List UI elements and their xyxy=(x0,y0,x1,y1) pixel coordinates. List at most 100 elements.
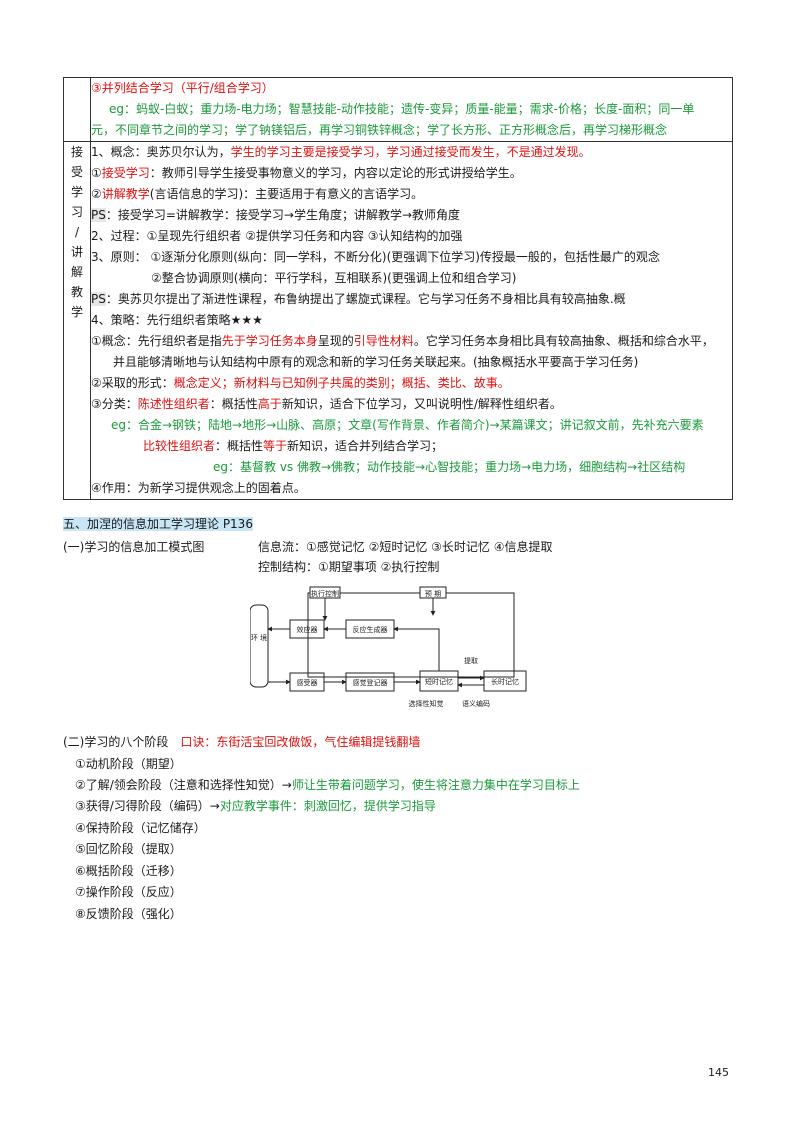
forms-line: ②采取的形式：概念定义；新材料与已知例子共属的类别；概括、类比、故事。 xyxy=(91,373,732,394)
heading-text: 五、加涅的信息加工学习理论 P136 xyxy=(63,517,253,531)
section-heading: 五、加涅的信息加工学习理论 P136 xyxy=(63,515,253,533)
text-red: 高于 xyxy=(257,397,282,411)
text: ⑥概括阶段（迁移） xyxy=(75,864,182,878)
text-red: 接受学习 xyxy=(101,166,150,180)
text-red: 概念定义；新材料与已知例子共属的类别；概括、类比、故事。 xyxy=(173,376,510,390)
row1-title: ③并列结合学习（平行/组合学习） xyxy=(91,81,274,95)
list-item: ①动机阶段（期望） xyxy=(75,755,182,773)
list-item: ⑤回忆阶段（提取） xyxy=(75,840,182,858)
side-char: 习 xyxy=(70,205,83,219)
page-number: 145 xyxy=(708,1066,729,1079)
classification-line: ③分类：陈述性组织者：概括性高于新知识，适合下位学习，又叫说明性/解释性组织者。 xyxy=(91,394,732,415)
comparative-example-line: eg：基督教 vs 佛教→佛教；动作技能→心智技能；重力场→电力场，细胞结构→社… xyxy=(213,460,686,474)
control-frame xyxy=(307,592,515,678)
comparative-line: 比较性组织者：概括性等于新知识，适合并列结合学习； xyxy=(91,436,732,457)
ps-line: PS：奥苏贝尔提出了渐进性课程，布鲁纳提出了螺旋式课程。它与学习任务不身相比具有… xyxy=(91,289,732,310)
info-flow: 信息流：①感觉记忆 ②短时记忆 ③长时记忆 ④信息提取 xyxy=(258,540,553,554)
text: ⑧反馈阶段（强化） xyxy=(75,907,182,921)
text-green: 师让生带着问题学习，使生将注意力集中在学习目标上 xyxy=(291,778,580,792)
information-processing-diagram: 执行控制 预 期 效应器 反应生成器 环 境 感受器 感觉登记器 短时记忆 长时… xyxy=(250,586,527,708)
subsection-1: (一)学习的信息加工模式图 xyxy=(63,540,205,554)
side-char: 接 xyxy=(70,145,83,159)
list-item: ⑧反馈阶段（强化） xyxy=(75,905,182,923)
organizer-concept-line: ①概念：先行组织者是指先于学习任务本身呈现的引导性材料。它学习任务本身相比具有较… xyxy=(91,331,732,352)
text: ① xyxy=(91,166,102,180)
control-structure: 控制结构：①期望事项 ②执行控制 xyxy=(258,560,440,574)
diagram-label: 感受器 xyxy=(297,678,318,687)
list-item: ⑦操作阶段（反应） xyxy=(75,883,182,901)
side-char: 受 xyxy=(70,165,83,179)
expository-example-line: eg：合金→钢铁；陆地→地形→山脉、高原；文章(写作背景、作者简介)→某篇课文；… xyxy=(111,418,704,432)
text: 新知识，适合并列结合学习； xyxy=(287,439,444,453)
diagram-label: 提取 xyxy=(464,656,478,665)
list-item: ⑥概括阶段（迁移） xyxy=(75,862,182,880)
text-red: 比较性组织者 xyxy=(143,439,216,453)
list-item: ③获得/习得阶段（编码）→对应教学事件：刺激回忆，提供学习指导 xyxy=(75,797,436,815)
row1-example-line2: 元，不同章节之间的学习；学了钠镁铝后，再学习铜铁锌概念；学了长方形、正方形概念后… xyxy=(91,123,668,137)
list-item: ④保持阶段（记忆储存） xyxy=(75,819,206,837)
side-char: 教 xyxy=(70,285,83,299)
diagram-label: 反应生成器 xyxy=(353,625,388,634)
text: ：奥苏贝尔提出了渐进性课程，布鲁纳提出了螺旋式课程。它与学习任务不身相比具有较高… xyxy=(105,292,626,306)
concept-line: 1、概念：奥苏贝尔认为，学生的学习主要是接受学习，学习通过接受而发生，不是通过发… xyxy=(91,142,732,163)
receptive-learning-line: ①接受学习：教师引导学生接受事物意义的学习，内容以定论的形式讲授给学生。 xyxy=(91,163,732,184)
text: ② xyxy=(91,187,102,201)
environment-box xyxy=(250,604,269,688)
diagram-label: 预 期 xyxy=(425,589,441,598)
text-red: 等于 xyxy=(263,439,288,453)
side-char: 学 xyxy=(70,185,83,199)
diagram-label: 感觉登记器 xyxy=(353,678,388,687)
text: ④保持阶段（记忆储存） xyxy=(75,821,206,835)
text-red: 引导性材料 xyxy=(353,334,414,348)
diagram-label: 环 境 xyxy=(251,633,267,642)
side-label: 接 受 学 习 / 讲 解 教 学 xyxy=(64,142,90,322)
text: ：教师引导学生接受事物意义的学习，内容以定论的形式讲授给学生。 xyxy=(149,166,522,180)
diagram-label: 选择性知觉 xyxy=(409,699,444,708)
text-red: 陈述性组织者 xyxy=(137,397,210,411)
diagram-label: 语义编码 xyxy=(462,699,490,708)
text: 呈现的 xyxy=(317,334,354,348)
text: ：接受学习=讲解教学：接受学习→学生角度；讲解教学→教师角度 xyxy=(105,208,461,222)
notes-table: ③并列结合学习（平行/组合学习） eg：蚂蚁-白蚁；重力场-电力场；智慧技能-动… xyxy=(63,77,733,500)
text: ①概念：先行组织者是指 xyxy=(91,334,222,348)
text: ：概括性 xyxy=(209,397,258,411)
ps-line: PS：接受学习=讲解教学：接受学习→学生角度；讲解教学→教师角度 xyxy=(91,205,732,226)
diagram-label: 长时记忆 xyxy=(491,677,519,686)
text: 新知识，适合下位学习，又叫说明性/解释性组织者。 xyxy=(281,397,562,411)
text: ⑤回忆阶段（提取） xyxy=(75,842,182,856)
side-label-cell: 接 受 学 习 / 讲 解 教 学 xyxy=(63,141,91,500)
table-row: ③并列结合学习（平行/组合学习） eg：蚂蚁-白蚁；重力场-电力场；智慧技能-动… xyxy=(63,77,733,142)
text-red: 讲解教学 xyxy=(101,187,150,201)
side-char: / xyxy=(74,225,80,239)
text-green: 对应教学事件：刺激回忆，提供学习指导 xyxy=(219,799,436,813)
text-red: 先于学习任务本身 xyxy=(221,334,318,348)
text: ②采取的形式： xyxy=(91,376,174,390)
text-red: 学生的学习主要是接受学习，学习通过接受而发生，不是通过发现。 xyxy=(230,145,591,159)
side-char: 解 xyxy=(70,265,83,279)
row2-content: 1、概念：奥苏贝尔认为，学生的学习主要是接受学习，学习通过接受而发生，不是通过发… xyxy=(90,141,733,500)
table-row: 接 受 学 习 / 讲 解 教 学 1、概念：奥苏贝尔认为，学生的学习主要是接受… xyxy=(63,141,733,500)
text: (言语信息的学习)：主要适用于有意义的言语学习。 xyxy=(149,187,424,201)
text: ③分类： xyxy=(91,397,138,411)
list-item: ②了解/领会阶段（注意和选择性知觉）→师让生带着问题学习，使生将注意力集中在学习… xyxy=(75,776,580,794)
row1-example-line1: eg：蚂蚁-白蚁；重力场-电力场；智慧技能-动作技能；遗传-变异；质量-能量；需… xyxy=(109,102,695,116)
text: 1、概念：奥苏贝尔认为， xyxy=(91,145,231,159)
subsection-2: (二)学习的八个阶段口诀：东街活宝回改做饭，气住编辑提钱翻墙 xyxy=(63,733,420,751)
strategy-line: 4、策略：先行组织者策略★★★ xyxy=(91,313,263,327)
text: ③获得/习得阶段（编码）→ xyxy=(75,799,220,813)
principle-line: 3、原则： ①逐渐分化原则(纵向：同一学科，不断分化)(更强调下位学习)传授最一… xyxy=(91,250,660,264)
function-line: ④作用：为新学习提供观念上的固着点。 xyxy=(91,481,306,495)
text: ⑦操作阶段（反应） xyxy=(75,885,182,899)
row1-content: ③并列结合学习（平行/组合学习） eg：蚂蚁-白蚁；重力场-电力场；智慧技能-动… xyxy=(90,77,733,142)
text: ：概括性 xyxy=(215,439,264,453)
side-char: 学 xyxy=(70,305,83,319)
long-term-memory-box xyxy=(483,670,527,692)
diagram-label: 短时记忆 xyxy=(425,677,453,686)
ps-tag: PS xyxy=(91,292,106,306)
diagram-label: 执行控制 xyxy=(311,589,339,598)
text: ②了解/领会阶段（注意和选择性知觉）→ xyxy=(75,778,292,792)
principle-line-2: ②整合协调原则(横向：平行学科，互相联系)(更强调上位和组合学习) xyxy=(151,271,517,285)
diagram-label: 效应器 xyxy=(297,625,318,634)
expository-teaching-line: ②讲解教学(言语信息的学习)：主要适用于有意义的言语学习。 xyxy=(91,184,732,205)
process-line: 2、过程：①呈现先行组织者 ②提供学习任务和内容 ③认知结构的加强 xyxy=(91,229,463,243)
